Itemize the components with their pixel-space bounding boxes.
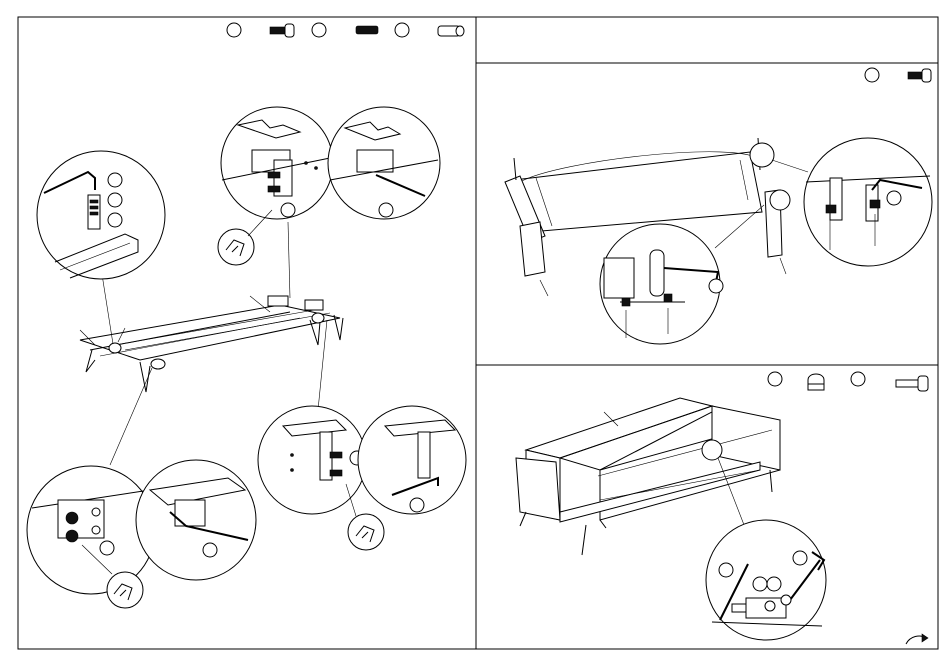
detail-circle-leg-bracket [600,224,723,344]
parts-legend-bottom-right [768,372,928,391]
part-callout-circle [395,23,409,37]
top-right-panel [505,68,932,344]
part-callout-circle [851,372,865,386]
detail-circle-allen-key [37,151,165,279]
hex-bolt-short-icon [908,69,931,82]
detail-circle-side-bracket [258,406,366,514]
hand-tighten-icon [218,210,272,265]
detail-circle-bracket-key [328,107,440,219]
parts-legend-top-right [865,68,931,82]
left-panel [27,23,466,608]
detail-circle-side-bracket-key [358,406,466,514]
part-callout-circle [312,23,326,37]
threaded-stud-icon [356,26,378,34]
part-callout-circle [227,23,241,37]
parts-legend-left [227,23,464,37]
part-callout-circle [865,68,879,82]
hex-bolt-short-icon [270,24,294,37]
turn-page-arrow-icon [906,634,928,644]
cap-nut-icon [808,374,824,390]
detail-circle-frame-bolts [27,466,155,594]
detail-circle-key-in-bracket [136,460,256,580]
detail-circle-bracket-bolts [221,107,333,219]
detail-circle-corner-bracket [804,138,932,266]
barrel-nut-icon [438,26,464,36]
long-bolt-icon [896,376,928,391]
detail-circle-wrench-bolt [706,520,826,640]
part-callout-circle [768,372,782,386]
sofa-base-frame [80,296,343,392]
bottom-right-panel [516,372,928,644]
